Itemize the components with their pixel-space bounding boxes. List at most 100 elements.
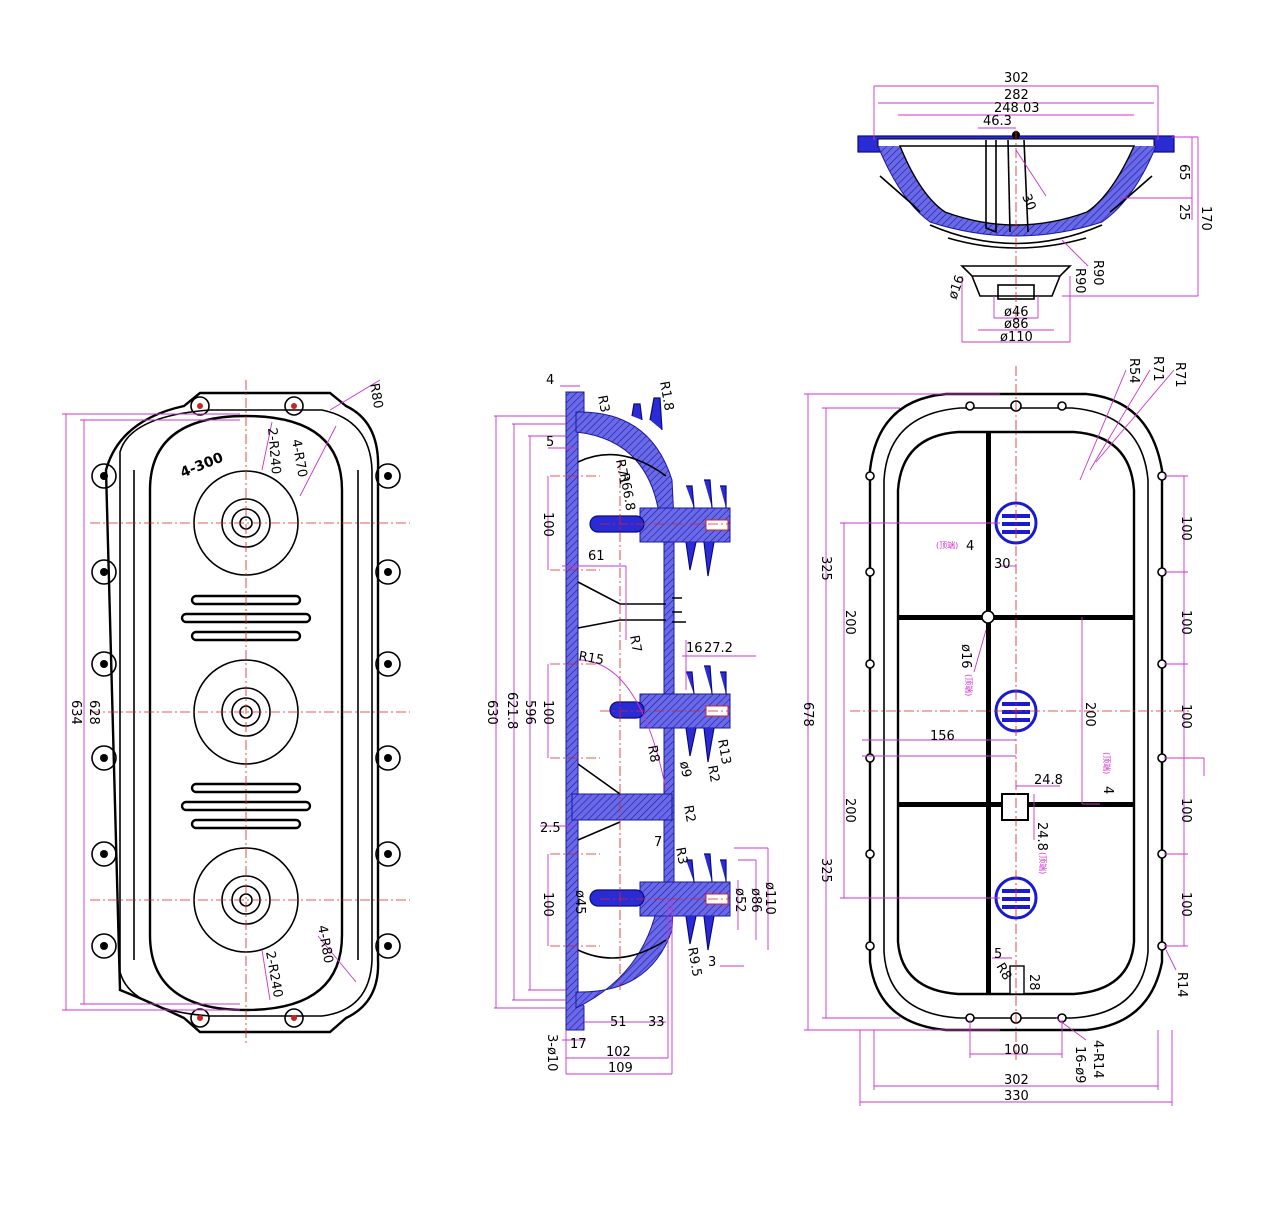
dim-46-3: 46.3 <box>983 114 1012 129</box>
dim-628: 628 <box>86 700 101 725</box>
bot-dim-phi16: ø16 <box>958 644 973 669</box>
bot-dim-100-2: 100 <box>1178 610 1193 635</box>
section-view: 4 R3 R1.8 5 R71 R66.8 100 61 R7 16 27.2 … <box>484 373 777 1076</box>
sec-dim-r3-b: R3 <box>672 846 690 866</box>
section-bushing-mid <box>600 665 731 763</box>
bottom-outer <box>868 392 1164 1032</box>
sec-dim-3: 3 <box>708 955 716 970</box>
sec-dim-3-phi10: 3-ø10 <box>544 1034 559 1071</box>
sec-dim-phi45: ø45 <box>572 890 587 915</box>
bot-dim-678: 678 <box>800 702 815 727</box>
sec-dim-phi9: ø9 <box>676 760 694 779</box>
bot-dim-r71-a: R71 <box>1150 356 1165 382</box>
sec-dim-100-b: 100 <box>540 700 555 725</box>
bot-dim-r54: R54 <box>1126 358 1141 384</box>
front-stamp: 4-300 <box>178 450 226 482</box>
sec-dim-102: 102 <box>606 1045 631 1060</box>
dim-282: 282 <box>1004 88 1029 103</box>
bot-dim-24-8-a: 24.8 <box>1034 773 1063 788</box>
dim-634: 634 <box>68 700 83 725</box>
dim-248-03: 248.03 <box>994 101 1040 116</box>
bot-note-top: (顶端) <box>936 540 958 550</box>
bot-dim-100: 100 <box>1004 1043 1029 1058</box>
dim-phi-top: ø16 <box>946 273 968 301</box>
bot-note-r2: (顶端) <box>1038 852 1048 874</box>
bot-dim-30: 30 <box>994 557 1011 572</box>
bot-dim-28: 28 <box>1026 974 1041 991</box>
section-left-wall <box>565 391 585 1031</box>
dim-170: 170 <box>1198 206 1213 231</box>
bot-dim-24-8-b: 24.8 <box>1034 822 1049 851</box>
section-bushing-top <box>589 479 731 577</box>
sec-dim-4: 4 <box>546 373 554 388</box>
dim-4-r80: 4-R80 <box>314 924 335 965</box>
sec-dim-r8: R8 <box>644 744 662 764</box>
sec-dim-r13: R13 <box>714 738 733 766</box>
front-outer-flange <box>104 391 380 1034</box>
sec-dim-5: 5 <box>546 435 554 450</box>
sec-dim-r15: R15 <box>577 649 605 668</box>
sec-dim-7: 7 <box>654 835 662 850</box>
sec-dim-r66-8: R66.8 <box>616 472 637 512</box>
bot-dim-100-5: 100 <box>1178 892 1193 917</box>
sec-dim-r2-a: R2 <box>704 764 722 784</box>
bottom-view: R54 R71 R71 325 200 678 200 325 (顶端) 4 3… <box>800 356 1205 1106</box>
dim-4-r70: 4-R70 <box>288 438 309 479</box>
sec-dim-phi86: ø86 <box>748 888 763 913</box>
sec-dim-2-5: 2.5 <box>540 821 561 836</box>
sec-dim-r7: R7 <box>626 634 644 654</box>
sec-dim-100-c: 100 <box>540 892 555 917</box>
bot-note-mid: (顶端) <box>964 674 974 696</box>
sec-dim-r2-b: R2 <box>680 804 698 824</box>
dim-30: 30 <box>1018 192 1038 213</box>
bot-dim-100-3: 100 <box>1178 704 1193 729</box>
sec-dim-phi110: ø110 <box>762 882 777 915</box>
sec-dim-27-2: 27.2 <box>704 641 733 656</box>
dim-r80: R80 <box>366 382 385 410</box>
sec-dim-phi52: ø52 <box>732 888 747 913</box>
sec-dim-630: 630 <box>484 700 499 725</box>
bot-dim-200-c: 200 <box>1082 702 1097 727</box>
dim-phi46: ø46 <box>1004 305 1029 320</box>
bot-dim-200-a: 200 <box>842 610 857 635</box>
sec-dim-r9-5: R9.5 <box>684 946 704 978</box>
bot-dim-r14: R14 <box>1174 972 1189 998</box>
bot-dim-r71-b: R71 <box>1172 362 1187 388</box>
bot-dim-4-r14: 4-R14 <box>1090 1040 1105 1079</box>
sec-dim-100-a: 100 <box>540 512 555 537</box>
bot-dim-4-a: 4 <box>966 539 974 554</box>
bot-dim-200-b: 200 <box>842 798 857 823</box>
section-bushing-bottom <box>589 853 731 951</box>
bot-dim-100-4: 100 <box>1178 798 1193 823</box>
bot-dim-100-1: 100 <box>1178 516 1193 541</box>
front-view: 4-300 634 628 R80 2-R240 4-R70 4-R80 2-R… <box>62 379 410 1045</box>
bot-dim-5: 5 <box>994 947 1002 962</box>
sec-dim-16: 16 <box>686 641 703 656</box>
dim-65: 65 <box>1176 164 1191 181</box>
front-lug-holes <box>100 403 392 1021</box>
sec-dim-596: 596 <box>522 700 537 725</box>
bot-dim-16-phi9: 16-ø9 <box>1072 1046 1087 1083</box>
sec-dim-r1-8: R1.8 <box>656 380 676 412</box>
bot-dim-r8: R8 <box>993 961 1015 983</box>
top-view: 302 282 248.03 46.3 65 25 170 R90 R90 30… <box>857 71 1213 345</box>
bot-dim-4-b: 4 <box>1100 786 1115 794</box>
bot-dim-325-b: 325 <box>818 858 833 883</box>
sec-dim-17: 17 <box>570 1037 587 1052</box>
bot-note-r1: (顶端) <box>1102 752 1112 774</box>
sec-dim-109: 109 <box>608 1061 633 1076</box>
bot-dim-325-a: 325 <box>818 556 833 581</box>
dim-r90-a: R90 <box>1090 260 1105 286</box>
dim-25: 25 <box>1176 204 1191 221</box>
sec-dim-33: 33 <box>648 1015 665 1030</box>
sec-dim-r71: R71 <box>612 458 631 486</box>
dim-302: 302 <box>1004 71 1029 86</box>
bot-dim-302: 302 <box>1004 1073 1029 1088</box>
dim-2-r240-top: 2-R240 <box>264 427 283 475</box>
sec-dim-r3: R3 <box>594 394 612 414</box>
dim-r90-b: R90 <box>1072 268 1087 294</box>
dim-phi110: ø110 <box>1000 330 1033 345</box>
front-lugs <box>91 396 401 1028</box>
sec-dim-61: 61 <box>588 549 605 564</box>
